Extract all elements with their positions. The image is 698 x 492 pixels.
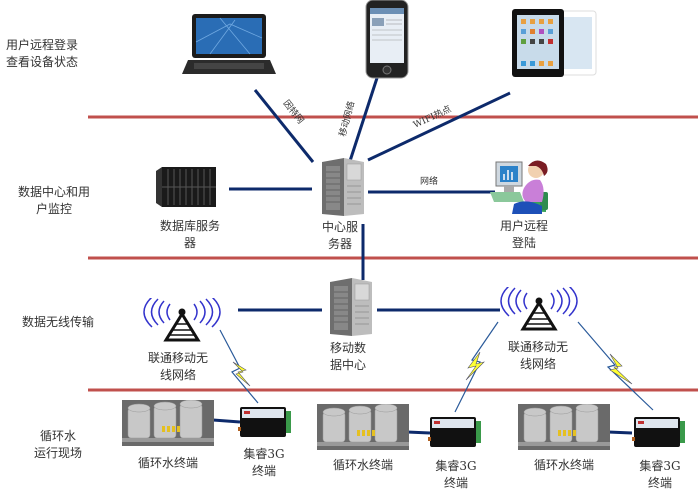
water-terminal-label: 循环水终端 [533, 458, 594, 472]
link-label-internet: 因特网 [281, 97, 307, 126]
gateway-label: 集睿3G 终端 [243, 447, 285, 478]
user-login-icon [490, 160, 548, 214]
link-laptop-server [253, 89, 315, 163]
link-tablet-server [367, 91, 511, 162]
tower-right-label: 联通移动无 线网络 [507, 340, 568, 371]
water-terminal-label: 循环水终端 [332, 458, 393, 472]
gateway-3g-3 [632, 415, 686, 455]
center-server-label: 中心服 务器 [321, 220, 358, 251]
link-label-mobile: 移动网络 [336, 100, 357, 138]
signal-tower-icon [500, 287, 578, 331]
water-terminal-1 [122, 399, 214, 450]
mobile-datacenter-label: 移动数 据中心 [329, 341, 366, 372]
gateway-3g-2 [428, 415, 482, 455]
water-terminal-label: 循环水终端 [137, 456, 198, 470]
gateway-device-icon [632, 417, 685, 447]
gateway-label: 集睿3G 终端 [639, 459, 681, 490]
wireless-bolt-1 [219, 329, 259, 404]
phone-icon [365, 0, 409, 79]
water-terminal-2 [317, 403, 409, 454]
database-server-icon [156, 167, 216, 207]
layer-label-datacenter: 数据中心和用 户监控 [18, 185, 91, 216]
link-water-gateway-1 [212, 418, 241, 424]
link-phone-server [348, 77, 379, 162]
link-water-gateway-3 [607, 430, 633, 435]
link-label-network: 网络 [420, 175, 438, 187]
center-server-icon [322, 158, 364, 216]
signal-tower-icon [143, 298, 221, 342]
wireless-bolt-2 [454, 321, 499, 413]
link-water-gateway-2 [406, 430, 431, 435]
layer-label-wireless: 数据无线传输 [22, 315, 95, 329]
water-tank-icon [518, 403, 610, 450]
wireless-bolt-3 [577, 321, 654, 411]
tablet-icon [512, 9, 597, 77]
layer-label-remote: 用户远程登录 查看设备状态 [6, 38, 79, 69]
database-server-label: 数据库服务 器 [159, 219, 220, 250]
water-tank-icon [317, 403, 409, 450]
gateway-3g-1 [238, 405, 292, 445]
layer-label-site: 循环水 运行现场 [34, 429, 83, 460]
water-terminal-3 [518, 403, 610, 454]
gateway-label: 集睿3G 终端 [435, 459, 477, 490]
laptop-icon [182, 14, 276, 74]
gateway-device-icon [238, 407, 291, 437]
gateway-device-icon [428, 417, 481, 447]
water-tank-icon [122, 399, 214, 446]
mobile-datacenter-icon [330, 278, 372, 336]
tower-left-label: 联通移动无 线网络 [147, 351, 208, 382]
user-login-label: 用户远程 登陆 [499, 219, 548, 250]
